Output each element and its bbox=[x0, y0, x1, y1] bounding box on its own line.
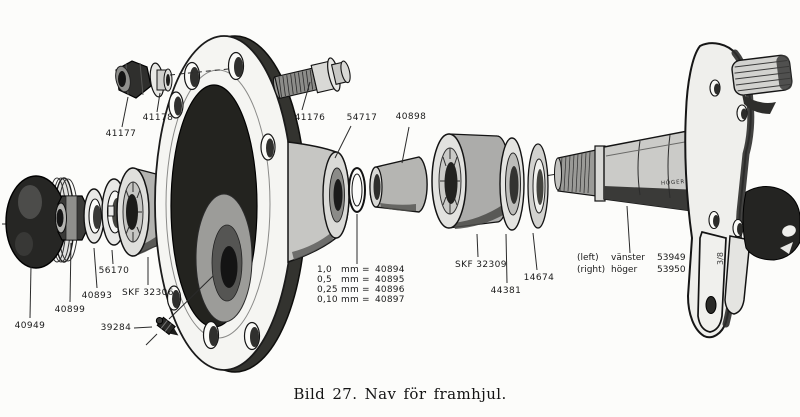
variant-row-left: (left) vänster 53949 bbox=[577, 253, 686, 265]
figure-caption: Bild 27. Nav för framhjul. bbox=[293, 385, 507, 403]
hub-bolt-holes bbox=[166, 51, 276, 351]
shim-size: 0,5 bbox=[317, 274, 332, 285]
shim-number: 40896 bbox=[375, 284, 405, 295]
shim-size: 0,25 bbox=[317, 284, 338, 295]
shim-row: 0,5 mm = 40895 bbox=[317, 274, 405, 286]
shim-size: 0,10 bbox=[317, 294, 338, 305]
label-skf-32306: SKF 32306 bbox=[122, 288, 174, 298]
part-retainer-44381 bbox=[499, 137, 525, 231]
part-steering-knuckle bbox=[544, 42, 800, 339]
part-hub-54717 bbox=[154, 35, 350, 373]
part-shim-ring bbox=[348, 167, 366, 213]
variant-number: 53950 bbox=[657, 264, 686, 275]
variant-name: höger bbox=[611, 264, 638, 275]
shim-number: 40895 bbox=[375, 274, 405, 285]
leader-lines bbox=[29, 68, 631, 346]
label-skf-32309: SKF 32309 bbox=[455, 260, 507, 270]
label-14674: 14674 bbox=[523, 273, 555, 283]
shim-unit: mm = bbox=[341, 284, 370, 295]
shim-number: 40897 bbox=[375, 294, 405, 305]
label-56170: 56170 bbox=[98, 266, 130, 276]
label-41176: 41176 bbox=[294, 113, 326, 123]
part-lock-washer-40893 bbox=[83, 188, 105, 244]
label-39284: 39284 bbox=[100, 323, 132, 333]
variant-number: 53949 bbox=[657, 253, 686, 263]
variant-row-right: (right) höger 53950 bbox=[577, 265, 686, 277]
label-40898: 40898 bbox=[395, 112, 427, 122]
variant-side: (right) bbox=[577, 264, 606, 275]
label-40949: 40949 bbox=[14, 321, 46, 331]
variant-name: vänster bbox=[611, 253, 646, 263]
label-41177: 41177 bbox=[105, 129, 137, 139]
part-nut-washer-41178 bbox=[149, 62, 173, 98]
part-wheel-nut-41177 bbox=[115, 60, 152, 99]
label-40893: 40893 bbox=[81, 291, 113, 301]
part-seal-14674 bbox=[527, 143, 549, 229]
plate-fraction-mark: 3/8 bbox=[715, 252, 725, 265]
part-spindle-nut-40899 bbox=[55, 195, 87, 241]
knuckle-variant-table: (left) vänster 53949 (right) höger 53950 bbox=[577, 253, 686, 276]
shim-unit: mm = bbox=[341, 274, 370, 285]
label-54717: 54717 bbox=[346, 113, 378, 123]
shim-unit: mm = bbox=[341, 294, 370, 305]
shim-row: 1,0 mm = 40894 bbox=[317, 265, 405, 276]
shim-number: 40894 bbox=[375, 265, 405, 275]
part-wheel-bolt-41176 bbox=[272, 57, 351, 99]
part-grease-nipple-39284 bbox=[155, 316, 179, 336]
part-bearing-skf32309 bbox=[431, 133, 511, 229]
shim-size: 1,0 bbox=[317, 265, 332, 275]
part-spacer-cone-40898 bbox=[369, 156, 428, 213]
label-44381: 44381 bbox=[490, 286, 522, 296]
label-40899: 40899 bbox=[54, 305, 86, 315]
variant-side: (left) bbox=[577, 253, 599, 263]
label-41178: 41178 bbox=[142, 113, 174, 123]
shim-unit: mm = bbox=[341, 265, 370, 275]
